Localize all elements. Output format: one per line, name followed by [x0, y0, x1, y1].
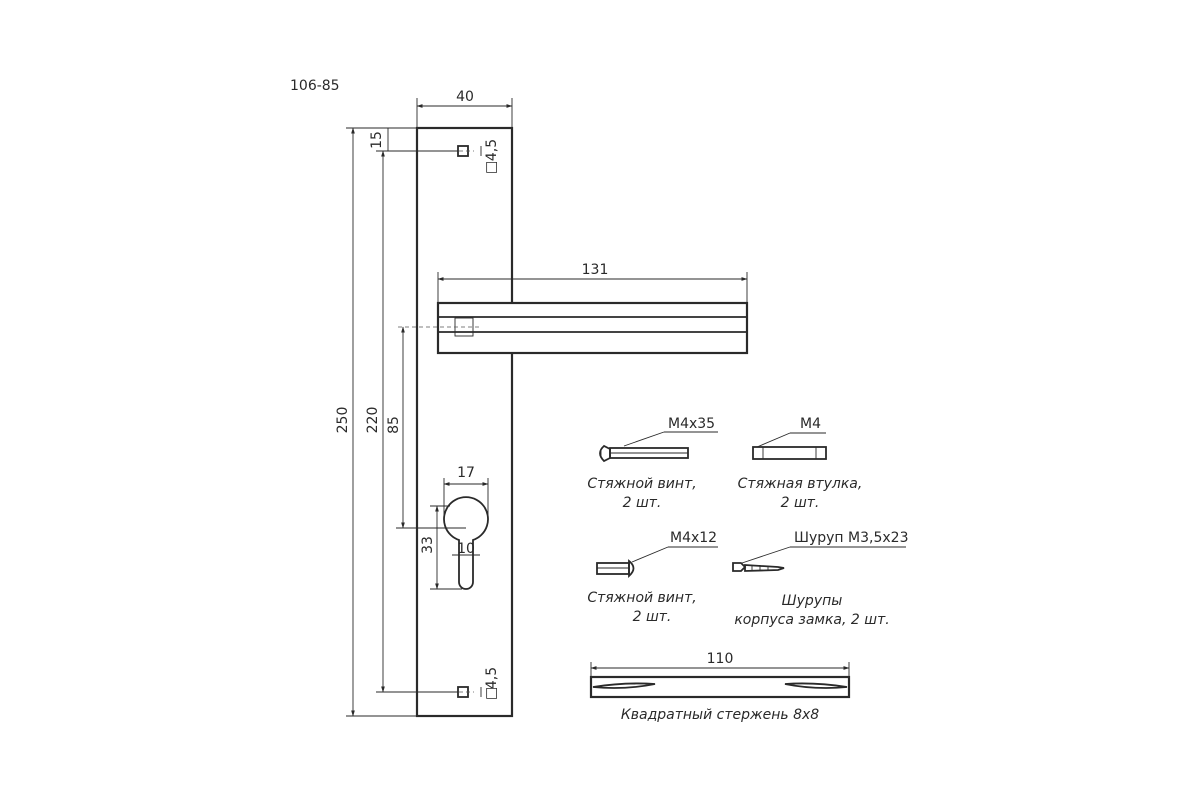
part-wood-screw-caption-1: Шурупы	[782, 593, 843, 609]
part-screw-m4x35-caption-2: 2 шт.	[623, 495, 662, 511]
part-screw-m4x12-caption-1: Стяжной винт,	[587, 590, 696, 606]
backplate	[415, 126, 514, 718]
part-screw-m4x35-spec: М4х35	[668, 416, 715, 432]
dim-keyhole-height-label: 33	[420, 536, 436, 554]
part-square-rod: 110 Квадратный стержень 8х8	[589, 651, 851, 723]
dim-handle-to-keyhole: 85	[386, 326, 466, 529]
dim-hole-top-label: 4,5	[484, 139, 500, 161]
lever-handle	[398, 301, 749, 355]
dim-plate-width-label: 40	[456, 89, 474, 105]
dim-hole-bottom-label: 4,5	[484, 667, 500, 689]
dim-keyhole-width-label: 17	[457, 465, 475, 481]
part-screw-m4x35-caption-1: Стяжной винт,	[587, 476, 696, 492]
keyhole	[443, 496, 489, 590]
part-sleeve-m4-caption-1: Стяжная втулка,	[738, 476, 863, 492]
dim-handle-to-keyhole-label: 85	[386, 416, 402, 434]
dim-lever-length: 131	[437, 262, 748, 303]
dim-screw-spacing: 220	[365, 150, 458, 693]
part-square-rod-caption: Квадратный стержень 8х8	[621, 707, 819, 723]
dim-hole-bottom: 4,5 □	[480, 667, 500, 701]
dim-hole-bottom-mark: □	[485, 685, 498, 701]
dim-keyhole-height: 33	[420, 505, 462, 590]
drawing-code: 106-85	[290, 78, 340, 94]
dim-top-offset-label: 15	[369, 131, 385, 149]
dim-square-rod-length-label: 110	[707, 651, 734, 667]
dim-plate-height: 250	[335, 127, 417, 717]
part-screw-m4x12-spec: М4х12	[670, 530, 717, 546]
dim-plate-width: 40	[416, 89, 513, 128]
part-sleeve-m4-caption-2: 2 шт.	[781, 495, 820, 511]
part-wood-screw-spec: Шуруп М3,5х23	[794, 530, 908, 546]
dim-screw-spacing-label: 220	[365, 407, 381, 434]
part-screw-m4x12-caption-2: 2 шт.	[633, 609, 672, 625]
part-sleeve-m4-spec: М4	[800, 416, 821, 432]
dim-hole-top-mark: □	[485, 159, 498, 175]
dim-top-offset: 15	[369, 128, 389, 151]
part-sleeve-m4: М4 Стяжная втулка, 2 шт.	[738, 416, 863, 511]
part-wood-screw-caption-2: корпуса замка, 2 шт.	[734, 612, 889, 628]
dim-keyhole-slot: 10	[452, 541, 480, 557]
dim-keyhole-width: 17	[443, 465, 489, 515]
part-screw-m4x12: М4х12 Стяжной винт, 2 шт.	[587, 530, 718, 625]
dim-keyhole-slot-label: 10	[457, 541, 475, 557]
dim-plate-height-label: 250	[335, 407, 351, 434]
part-screw-m4x35: М4х35 Стяжной винт, 2 шт.	[587, 416, 718, 511]
part-wood-screw: Шуруп М3,5х23 Шурупы корпуса замка, 2 шт…	[732, 530, 908, 628]
dim-lever-length-label: 131	[582, 262, 609, 278]
dim-hole-top: 4,5 □	[480, 139, 500, 175]
